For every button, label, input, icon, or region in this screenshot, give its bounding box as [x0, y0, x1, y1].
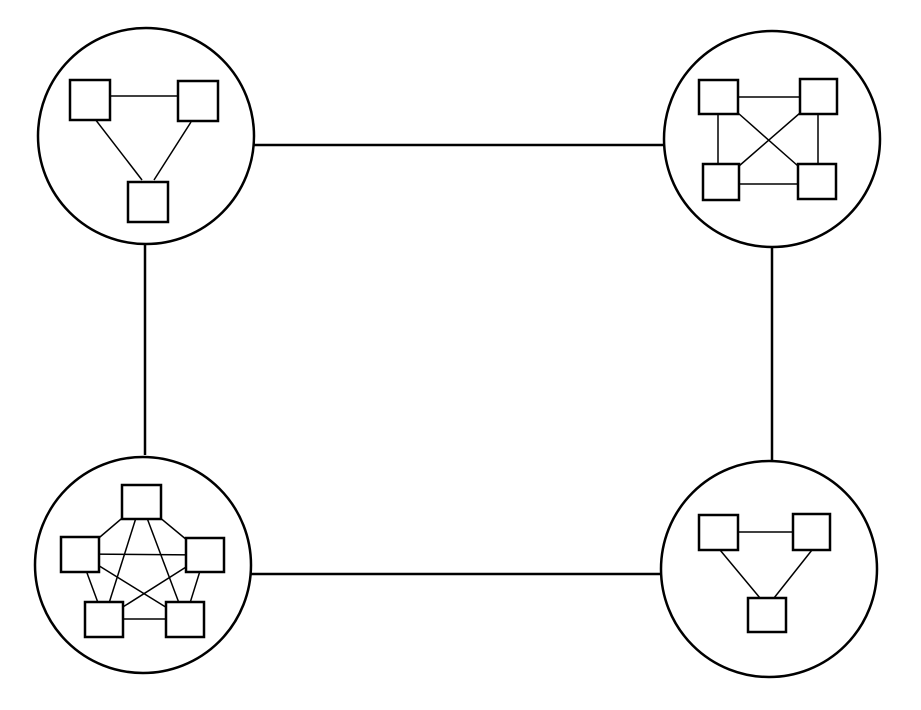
- nodes: [697, 77, 839, 202]
- cluster-bottom-right: [659, 459, 879, 679]
- node: [796, 162, 838, 201]
- internal-link: [737, 112, 799, 167]
- nodes: [697, 512, 832, 634]
- internal-link: [153, 121, 192, 181]
- node: [120, 483, 163, 521]
- cluster-top-left: [36, 26, 256, 246]
- internal-link: [79, 553, 206, 556]
- cluster-bottom-left: [33, 455, 253, 675]
- nodes: [59, 483, 226, 639]
- internal-link: [103, 501, 142, 620]
- node: [176, 79, 220, 123]
- cluster-top-right: [662, 29, 882, 249]
- internal-link: [738, 112, 801, 167]
- node: [126, 180, 170, 224]
- node: [83, 600, 125, 639]
- internal-links: [94, 95, 192, 181]
- cluster-boundary: [659, 459, 879, 679]
- node: [184, 536, 226, 574]
- internal-link: [94, 118, 143, 181]
- internal-link: [140, 501, 186, 620]
- internal-links: [719, 531, 813, 599]
- internal-links: [717, 96, 819, 185]
- node: [68, 78, 112, 122]
- node: [746, 596, 788, 634]
- nodes: [68, 78, 220, 224]
- internal-link: [773, 549, 813, 599]
- node: [798, 77, 839, 116]
- cluster-boundary: [662, 29, 882, 249]
- node: [164, 600, 206, 639]
- inter-cluster-links: [143, 143, 774, 576]
- node: [701, 162, 741, 202]
- internal-link: [719, 549, 761, 599]
- node: [697, 78, 740, 116]
- node: [59, 535, 101, 574]
- node: [791, 512, 832, 552]
- node: [697, 513, 740, 552]
